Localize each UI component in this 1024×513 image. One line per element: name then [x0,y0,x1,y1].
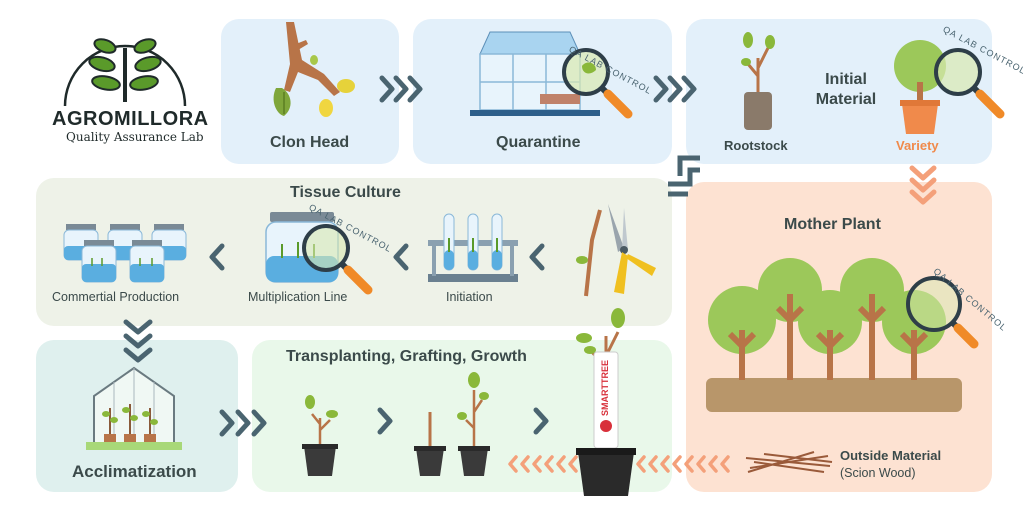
acclimatization-greenhouse-icon [86,366,182,450]
initiation-label: Initiation [446,290,493,304]
magnifier-icon [562,48,633,119]
transplanting-label: Transplanting, Grafting, Growth [286,348,527,365]
mother-plant-label: Mother Plant [784,216,881,233]
tissue-culture-label: Tissue Culture [290,184,401,201]
pruning-shears-icon [576,204,656,297]
clon-head-icon [273,22,355,117]
chevron-left-icon [219,409,267,437]
scion-wood-icon [745,451,833,473]
magnifier-icon [302,224,373,295]
scion-wood-label: (Scion Wood) [840,466,916,480]
greenhouse-icon [470,31,600,116]
mother-plants-icon [706,258,979,412]
smarttree-badge: SMARTTREE [600,360,610,416]
test-tubes-icon [428,213,518,282]
chevron-right-icon [379,75,423,103]
smarttree-plant-icon [576,308,636,496]
logo-subtitle: Quality Assurance Lab [66,130,204,144]
chevron-down-icon [909,165,937,205]
chevron-right-icon [533,407,549,435]
chevron-right-icon [377,407,393,435]
rootstock-label: Rootstock [724,138,788,153]
variety-label: Variety [896,138,939,153]
logo-name: AGROMILLORA [52,108,209,130]
chevron-left-icon [508,455,578,473]
variety-icon [894,40,946,134]
chevron-left-icon [636,455,730,473]
quarantine-label: Quarantine [496,134,581,151]
chevron-left-icon [209,243,225,271]
chevron-left-icon [529,243,545,271]
outside-material-label: Outside Material [840,448,942,463]
clon-head-panel [221,19,399,164]
multiplication-line-label: Multiplication Line [248,290,348,304]
culture-jars-icon [63,224,187,283]
chevron-corner-icon [668,155,700,197]
commercial-production-label: Commertial Production [52,290,180,304]
clon-head-label: Clon Head [270,134,350,151]
rootstock-icon [741,32,775,130]
initial-material-label: Initial Material [815,71,877,108]
initial-material-panel [686,19,992,164]
chevron-down-icon [123,319,153,363]
chevron-left-icon [393,243,409,271]
magnifier-icon [934,48,1005,119]
potted-plant-icon [302,395,338,476]
potted-plants-icon [414,372,490,476]
chevron-right-icon [653,75,697,103]
acclimatization-label: Acclimatization [72,462,197,481]
agromillora-logo-icon [63,38,187,107]
